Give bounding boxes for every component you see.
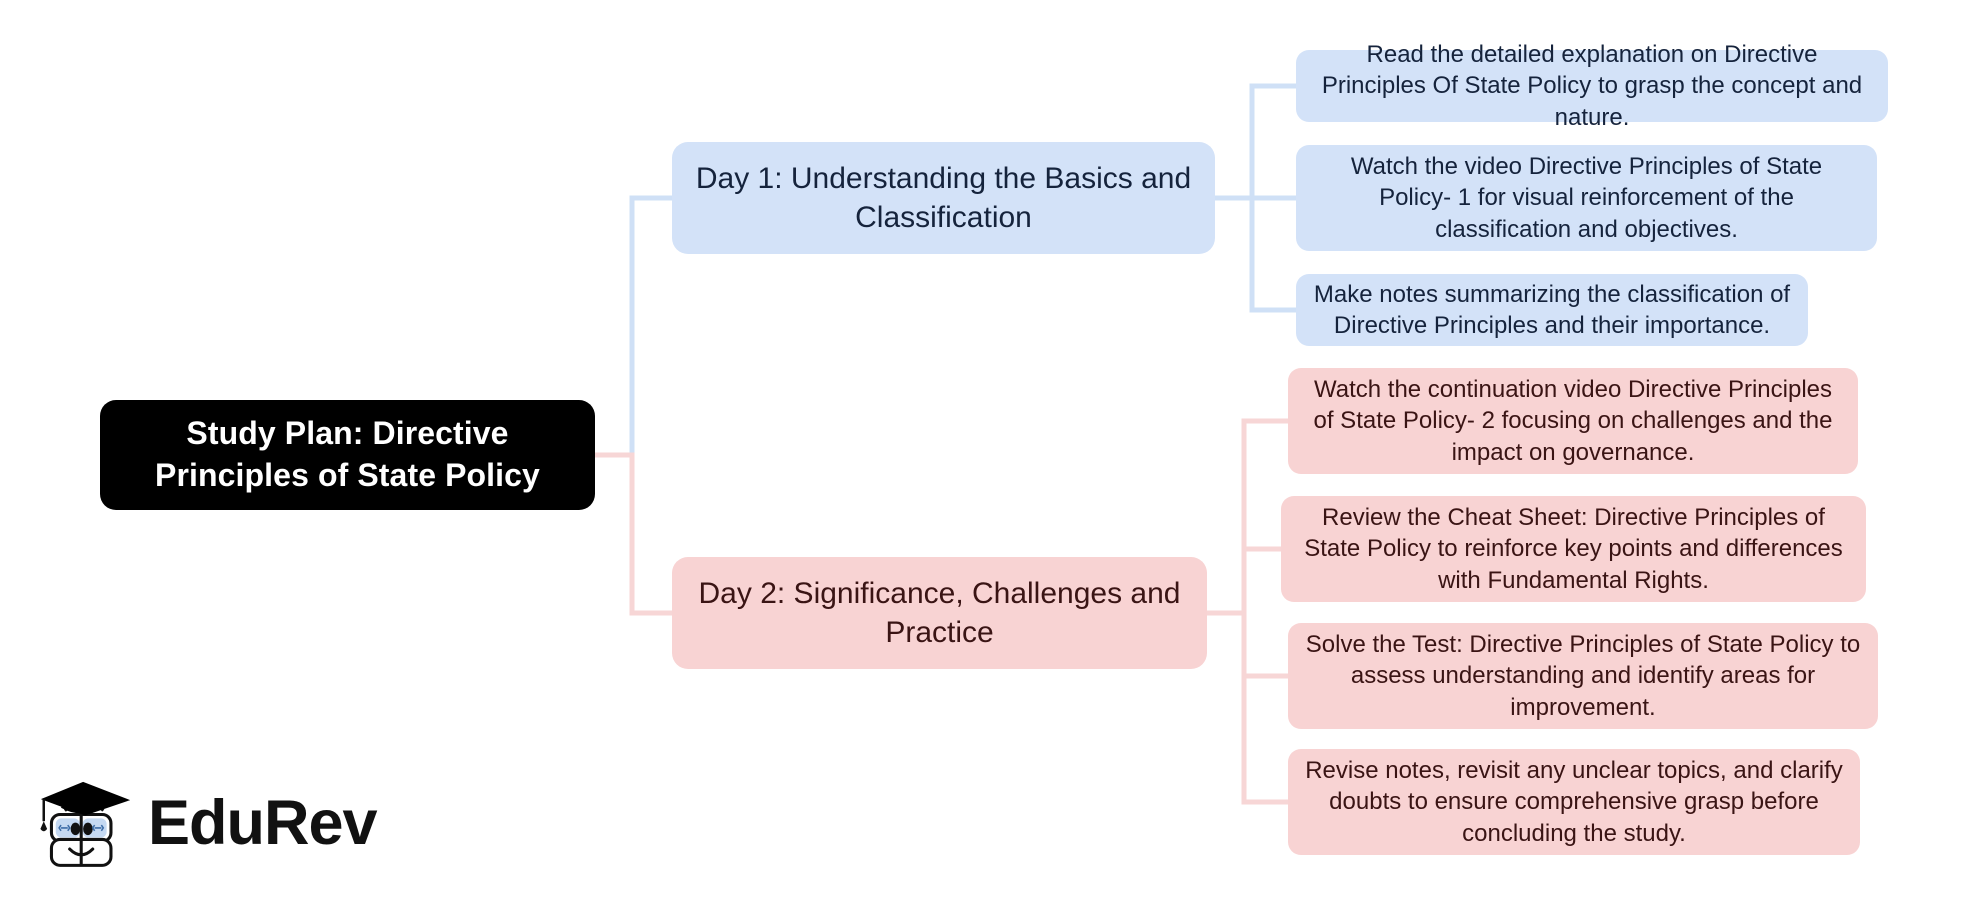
root-node[interactable]: Study Plan: Directive Principles of Stat… (100, 400, 595, 510)
leaf-node-day2-leaf-3-label: Solve the Test: Directive Principles of … (1305, 631, 1861, 721)
leaf-node-day2-leaf-3[interactable]: Solve the Test: Directive Principles of … (1288, 623, 1878, 729)
root-node-label: Study Plan: Directive Principles of Stat… (155, 415, 540, 493)
leaf-node-day2-leaf-4[interactable]: Revise notes, revisit any unclear topics… (1288, 749, 1860, 855)
leaf-node-day1-leaf-3[interactable]: Make notes summarizing the classificatio… (1296, 274, 1808, 346)
branch-node-day-2[interactable]: Day 2: Significance, Challenges and Prac… (672, 557, 1207, 669)
branch-node-day-1-label: Day 1: Understanding the Basics and Clas… (695, 162, 1192, 234)
edurev-logo[interactable]: EduRev (38, 778, 378, 874)
leaf-node-day2-leaf-4-label: Revise notes, revisit any unclear topics… (1305, 757, 1843, 847)
edurev-wordmark: EduRev (148, 787, 378, 858)
leaf-node-day1-leaf-3-label: Make notes summarizing the classificatio… (1313, 280, 1791, 339)
leaf-node-day1-leaf-1[interactable]: Read the detailed explanation on Directi… (1296, 41, 1888, 131)
leaf-node-day2-leaf-1-label: Watch the continuation video Directive P… (1313, 376, 1833, 466)
leaf-node-day2-leaf-1[interactable]: Watch the continuation video Directive P… (1288, 368, 1858, 474)
leaf-node-day1-leaf-2-label: Watch the video Directive Principles of … (1350, 153, 1823, 243)
leaf-node-day1-leaf-1-label: Read the detailed explanation on Directi… (1321, 41, 1863, 131)
leaf-node-day1-leaf-2[interactable]: Watch the video Directive Principles of … (1296, 145, 1877, 251)
leaf-node-day2-leaf-2[interactable]: Review the Cheat Sheet: Directive Princi… (1281, 496, 1866, 602)
leaf-node-day2-leaf-2-label: Review the Cheat Sheet: Directive Princi… (1304, 504, 1843, 594)
graduation-cap-mascot-icon (40, 781, 131, 867)
branch-node-day-1[interactable]: Day 1: Understanding the Basics and Clas… (672, 142, 1215, 254)
branch-node-day-2-label: Day 2: Significance, Challenges and Prac… (698, 577, 1181, 649)
